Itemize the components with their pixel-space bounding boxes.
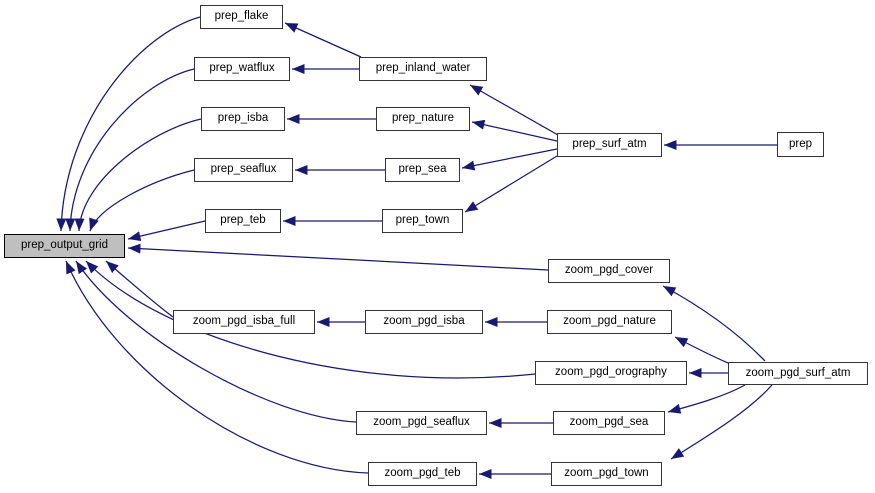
- node-prep-flake[interactable]: prep_flake: [200, 5, 283, 29]
- node-prep[interactable]: prep: [777, 132, 824, 157]
- edge-prep_surf_atm--prep_inland_water: [469, 84, 559, 136]
- edge-zoom_pgd_orography--prep_output_grid: [85, 260, 536, 379]
- node-zoom-pgd-orography[interactable]: zoom_pgd_orography: [535, 361, 687, 385]
- edge-prep_surf_atm--prep_sea: [461, 148, 558, 171]
- edge-zoom_pgd_teb--prep_output_grid: [65, 260, 369, 474]
- edge-zoom_pgd_surf_atm--zoom_pgd_sea: [667, 384, 746, 414]
- edge-prep_inland_water--prep_flake: [284, 22, 362, 58]
- edge-zoom_pgd_seaflux--prep_output_grid: [75, 260, 357, 423]
- node-prep-output-grid[interactable]: prep_output_grid: [4, 234, 125, 258]
- node-prep-watflux[interactable]: prep_watflux: [194, 57, 290, 81]
- node-prep-nature[interactable]: prep_nature: [376, 107, 470, 131]
- node-prep-sea[interactable]: prep_sea: [385, 158, 460, 182]
- node-zoom-pgd-town[interactable]: zoom_pgd_town: [551, 462, 662, 486]
- edge-prep_surf_atm--prep_town: [464, 155, 558, 213]
- node-prep-surf-atm[interactable]: prep_surf_atm: [557, 133, 662, 157]
- edge-prep_teb--prep_output_grid: [127, 220, 206, 242]
- node-zoom-pgd-surf-atm[interactable]: zoom_pgd_surf_atm: [728, 362, 868, 385]
- node-zoom-pgd-isba[interactable]: zoom_pgd_isba: [365, 310, 483, 334]
- node-zoom-pgd-cover[interactable]: zoom_pgd_cover: [548, 259, 670, 283]
- edge-prep_isba--prep_output_grid: [74, 118, 202, 232]
- node-prep-teb[interactable]: prep_teb: [205, 209, 281, 233]
- node-prep-town[interactable]: prep_town: [382, 209, 463, 233]
- node-zoom-pgd-teb[interactable]: zoom_pgd_teb: [368, 462, 477, 486]
- edge-prep_seaflux--prep_output_grid: [89, 169, 195, 232]
- edge-prep_watflux--prep_output_grid: [65, 68, 195, 232]
- node-prep-inland-water[interactable]: prep_inland_water: [359, 57, 487, 81]
- edge-zoom_pgd_surf_atm--zoom_pgd_cover: [662, 285, 766, 362]
- node-zoom-pgd-sea[interactable]: zoom_pgd_sea: [553, 411, 665, 435]
- node-prep-isba[interactable]: prep_isba: [201, 107, 285, 131]
- edge-zoom_pgd_surf_atm--zoom_pgd_nature: [674, 336, 729, 364]
- edge-prep_flake--prep_output_grid: [56, 16, 201, 232]
- node-prep-seaflux[interactable]: prep_seaflux: [194, 158, 293, 182]
- node-zoom-pgd-isba-full[interactable]: zoom_pgd_isba_full: [173, 310, 315, 334]
- edge-prep_surf_atm--prep_nature: [471, 119, 558, 142]
- edge-zoom_pgd_surf_atm--zoom_pgd_town: [670, 384, 773, 460]
- edge-zoom_pgd_cover--prep_output_grid: [127, 243, 549, 271]
- edge-zoom_pgd_isba_full--prep_output_grid: [105, 260, 174, 318]
- node-zoom-pgd-seaflux[interactable]: zoom_pgd_seaflux: [356, 411, 487, 435]
- node-zoom-pgd-nature[interactable]: zoom_pgd_nature: [547, 310, 672, 334]
